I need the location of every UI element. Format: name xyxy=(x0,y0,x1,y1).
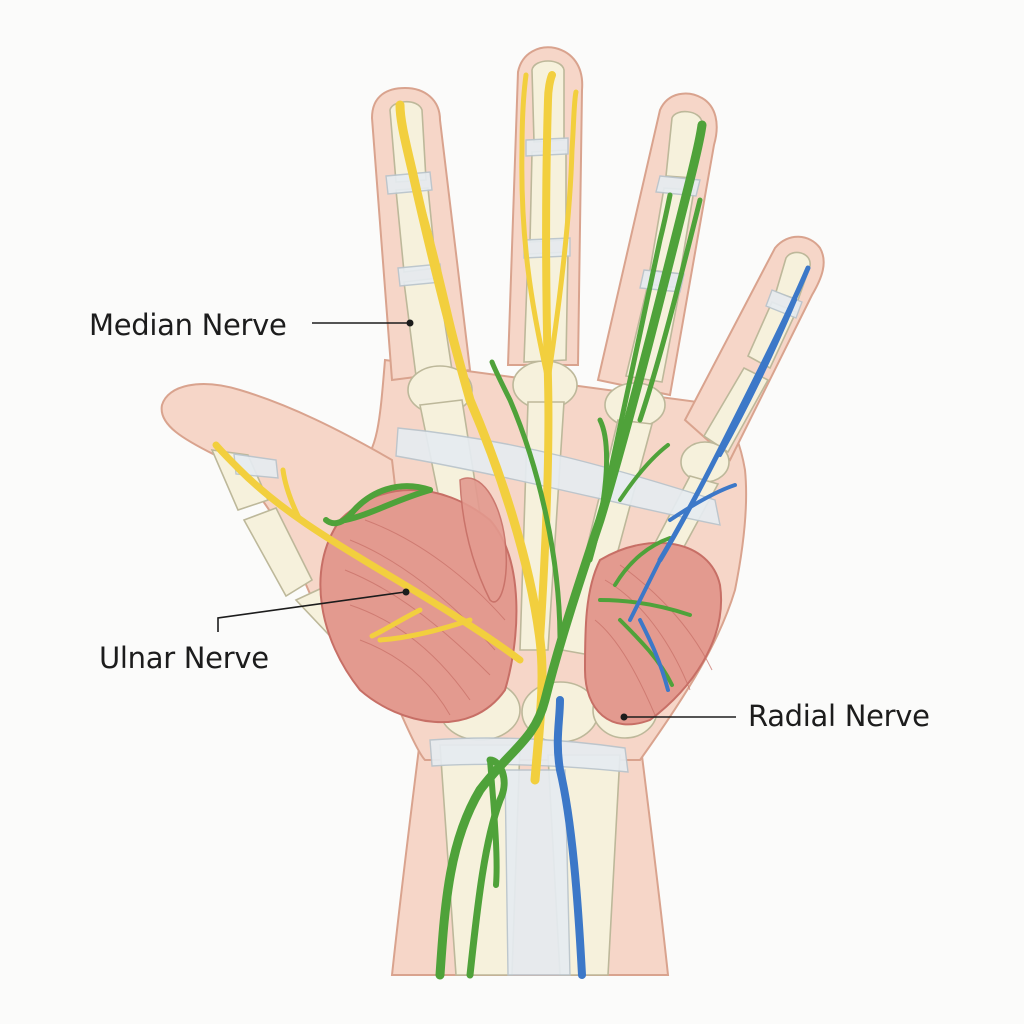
forearm-tendon-band xyxy=(504,769,571,976)
leader-lines xyxy=(217,319,736,721)
radial-leader-dot xyxy=(620,713,628,721)
thumb-proximal-phalanx xyxy=(242,506,314,598)
thumb-distal-phalanx xyxy=(210,449,270,511)
thenar-muscle xyxy=(319,489,518,724)
hypothenar-muscle xyxy=(583,541,723,726)
ulnar-nerve-label: Ulnar Nerve xyxy=(99,641,269,675)
ligament-layer xyxy=(233,137,803,976)
median-nerve-label: Median Nerve xyxy=(89,308,287,342)
ulnar-leader-line xyxy=(217,591,406,632)
flexor-retinaculum xyxy=(429,737,629,773)
radial-nerve xyxy=(553,265,811,979)
median-leader-dot xyxy=(406,319,414,327)
radial-nerve-label: Radial Nerve xyxy=(748,699,930,733)
median-nerve xyxy=(212,71,579,785)
ulnar-nerve xyxy=(323,120,707,980)
ulnar-leader-dot xyxy=(402,588,410,596)
lumbrical-muscle xyxy=(459,477,508,603)
